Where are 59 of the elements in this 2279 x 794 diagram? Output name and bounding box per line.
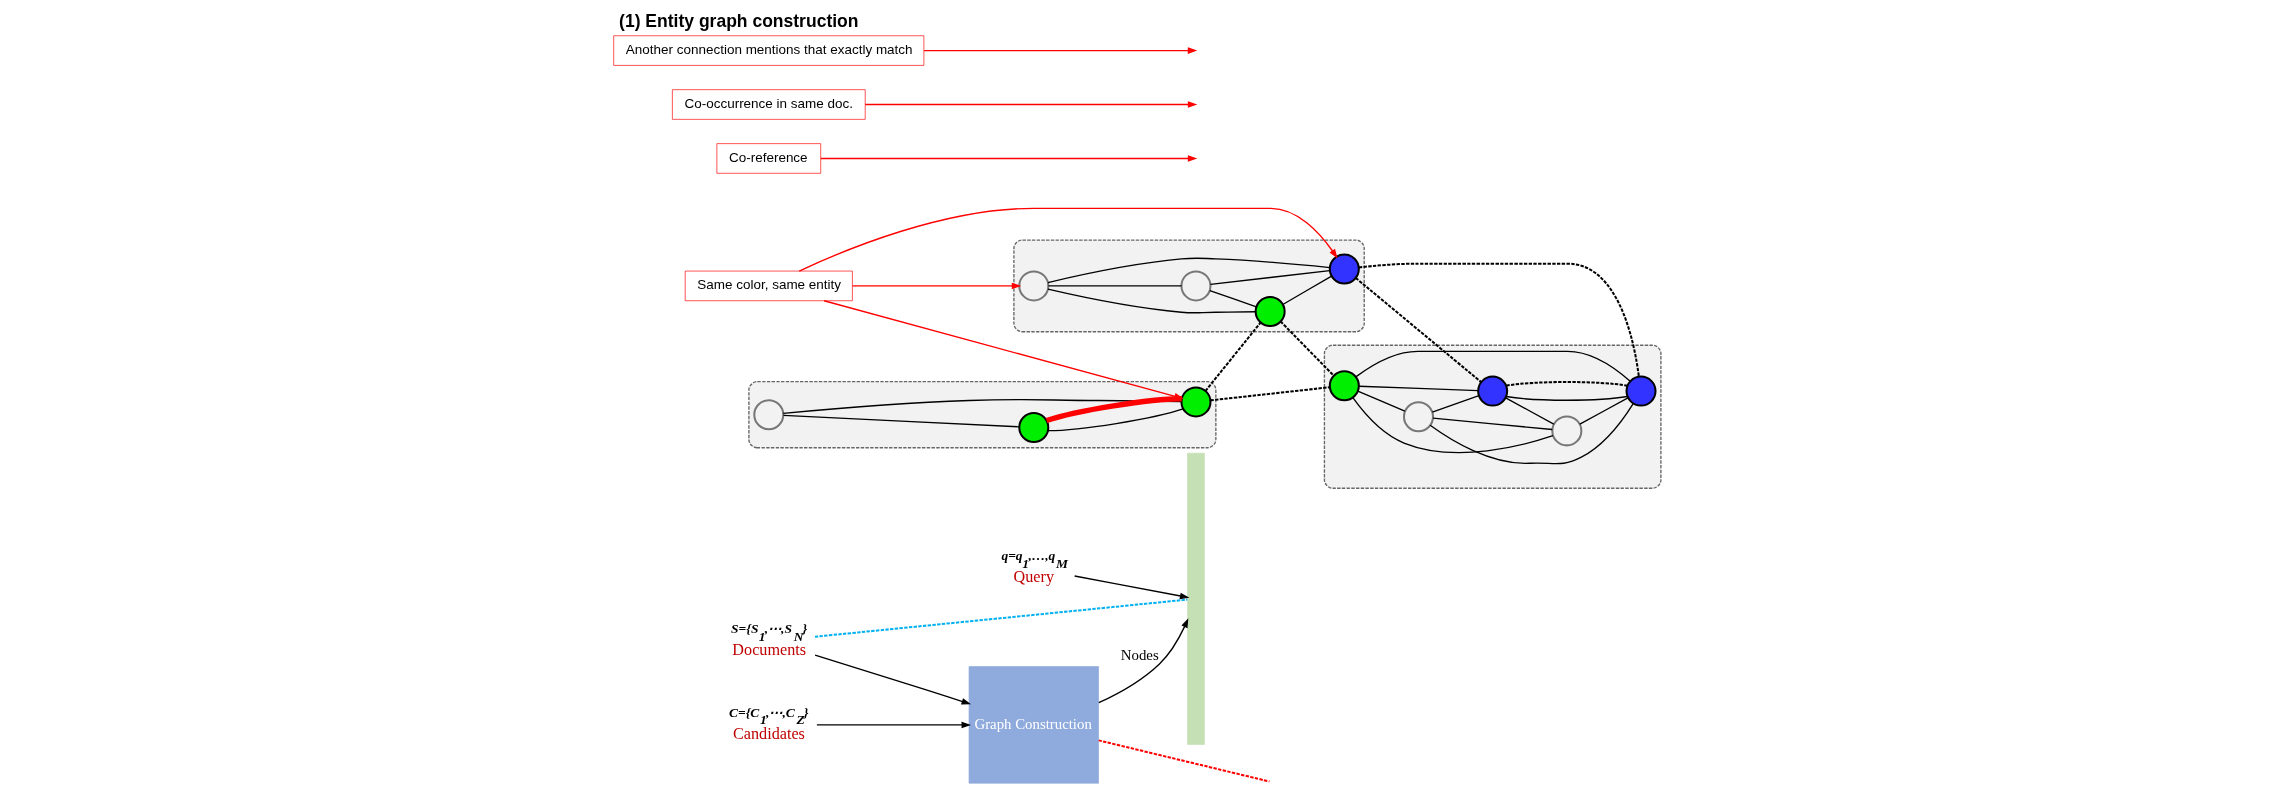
connector <box>1504 395 1628 401</box>
connector <box>1046 288 1256 314</box>
arrow <box>798 207 1338 272</box>
node-circle <box>1625 375 1656 407</box>
connector <box>1097 739 1270 783</box>
connector <box>1354 350 1631 382</box>
arrow <box>813 654 971 705</box>
connector <box>1045 396 1182 424</box>
arrow <box>851 282 1021 290</box>
arrow <box>1097 618 1188 704</box>
connector <box>1209 269 1330 285</box>
node-circle <box>1017 412 1049 443</box>
connector <box>1354 277 1482 383</box>
connector <box>814 598 1187 638</box>
node-box: Graph Construction <box>968 666 1099 784</box>
arrow <box>819 155 1197 162</box>
connector <box>782 414 1020 428</box>
node-circle <box>752 399 784 431</box>
node-box: Another connection mentions that exactly match <box>612 35 924 66</box>
connector <box>1505 381 1628 387</box>
node-circle <box>1017 270 1049 302</box>
node-circle <box>1179 270 1211 302</box>
connector <box>1351 397 1554 454</box>
node-circle <box>1550 415 1582 447</box>
arrow <box>864 101 1197 108</box>
node-circle <box>1254 296 1286 328</box>
connector <box>1429 402 1634 465</box>
node-box: Co-reference <box>716 143 821 174</box>
connector <box>1431 417 1553 431</box>
connector <box>1504 397 1554 425</box>
cluster <box>1323 344 1662 489</box>
cluster <box>747 381 1217 449</box>
node-circle <box>1328 253 1360 285</box>
connector <box>1208 289 1257 308</box>
node-circle <box>1476 375 1508 407</box>
arrow <box>922 47 1197 54</box>
node-box: Same color, same entity <box>684 270 853 302</box>
node-circle <box>1179 386 1211 418</box>
connector <box>782 398 1182 415</box>
connector <box>1358 262 1640 377</box>
connector <box>1047 285 1182 287</box>
connector <box>1046 257 1331 284</box>
connector <box>1431 395 1480 413</box>
connector <box>1204 322 1261 392</box>
node-circle <box>1402 401 1434 433</box>
connector <box>1356 390 1406 412</box>
arrow <box>1073 575 1189 600</box>
connector <box>1578 397 1629 425</box>
diagram-title: (1) Entity graph construction <box>618 10 858 31</box>
node-bar <box>1186 452 1205 745</box>
connector <box>1357 385 1479 392</box>
connector <box>1209 386 1330 402</box>
node-box: Co-occurrence in same doc. <box>671 89 866 120</box>
arrow <box>815 721 971 729</box>
connector <box>1279 320 1334 377</box>
connector <box>1047 408 1184 432</box>
node-circle <box>1328 370 1360 402</box>
edge-label: Nodes <box>1120 646 1159 663</box>
connector <box>1281 275 1332 306</box>
